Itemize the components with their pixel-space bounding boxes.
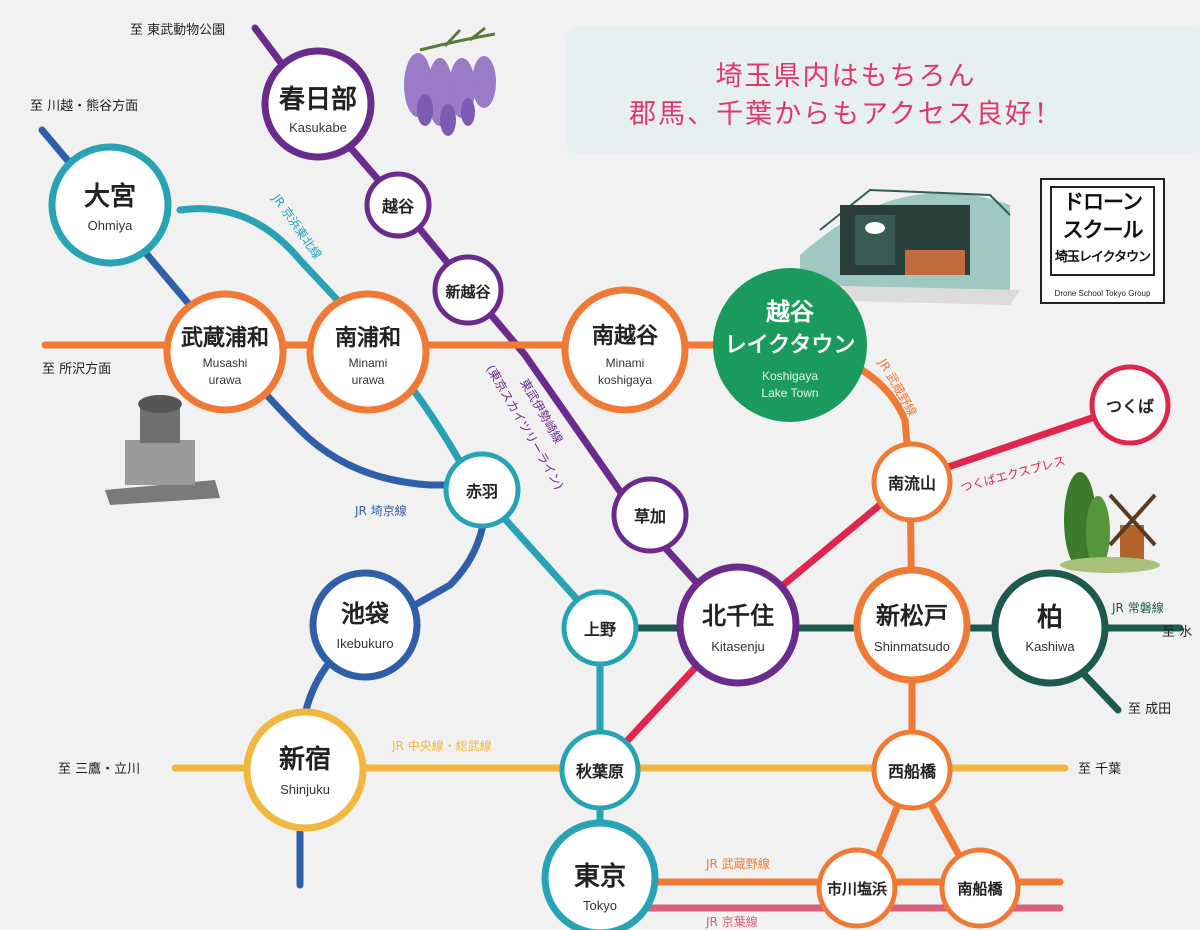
svg-text:koshigaya: koshigaya: [598, 373, 652, 387]
svg-text:新越谷: 新越谷: [445, 283, 491, 301]
dest-tokorozawa: 至 所沢方面: [42, 361, 111, 377]
promo-line-2: 郡馬、千葉からもアクセス良好！: [629, 99, 1063, 130]
station-tsukuba[interactable]: つくば: [1089, 364, 1171, 446]
svg-text:Kashiwa: Kashiwa: [1025, 639, 1075, 654]
dest-chiba: 至 千葉: [1078, 762, 1121, 777]
svg-text:つくば: つくば: [1106, 397, 1154, 416]
svg-text:東京: 東京: [574, 861, 626, 892]
station-ichikawashiohama[interactable]: 市川塩浜: [816, 847, 898, 929]
station-musashiurawa[interactable]: 武蔵浦和 Musashi urawa: [163, 290, 287, 414]
svg-text:市川塩浜: 市川塩浜: [827, 880, 887, 898]
svg-text:Ohmiya: Ohmiya: [88, 218, 134, 233]
svg-text:大宮: 大宮: [84, 181, 136, 212]
label-keiyo: JR 京葉線: [705, 914, 758, 929]
station-akihabara[interactable]: 秋葉原: [559, 729, 641, 811]
svg-text:南船橋: 南船橋: [957, 880, 1003, 898]
svg-text:西船橋: 西船橋: [888, 762, 937, 781]
svg-text:池袋: 池袋: [341, 600, 390, 628]
svg-text:越谷: 越谷: [381, 197, 415, 216]
svg-text:Shinjuku: Shinjuku: [280, 782, 330, 797]
svg-text:新宿: 新宿: [279, 744, 331, 775]
svg-text:Tokyo: Tokyo: [583, 898, 617, 913]
svg-text:柏: 柏: [1037, 603, 1063, 633]
station-tokyo[interactable]: 東京 Tokyo: [541, 819, 659, 930]
dest-kawagoe: 至 川越・熊谷方面: [30, 98, 138, 114]
svg-text:Shinmatsudo: Shinmatsudo: [874, 639, 950, 654]
svg-text:レイクタウン: レイクタウン: [725, 333, 856, 358]
station-ueno[interactable]: 上野: [561, 589, 639, 667]
logo-frame: ドローン スクール 埼玉レイクタウン: [1050, 186, 1155, 276]
label-musashino-bottom: JR 武蔵野線: [705, 856, 770, 871]
station-akabane[interactable]: 赤羽: [443, 451, 521, 529]
svg-text:南流山: 南流山: [888, 474, 936, 493]
station-nishifunabashi[interactable]: 西船橋: [871, 729, 953, 811]
svg-text:urawa: urawa: [352, 373, 385, 387]
station-laketown[interactable]: 越谷 レイクタウン Koshigaya Lake Town: [713, 268, 867, 422]
svg-text:Minami: Minami: [606, 356, 645, 370]
svg-text:Kasukabe: Kasukabe: [289, 120, 347, 135]
promo-banner: 埼玉県内はもちろん 郡馬、千葉からもアクセス良好！: [566, 26, 1200, 154]
svg-text:春日部: 春日部: [279, 85, 357, 115]
svg-text:Lake Town: Lake Town: [761, 386, 818, 400]
promo-line-1: 埼玉県内はもちろん: [715, 61, 977, 92]
svg-text:草加: 草加: [634, 507, 666, 526]
windmill-illustration: [1060, 472, 1160, 573]
label-saikyo: JR 埼京線: [354, 503, 407, 518]
dest-narita: 至 成田: [1128, 702, 1171, 717]
svg-text:北千住: 北千住: [702, 602, 774, 630]
svg-text:Koshigaya: Koshigaya: [762, 369, 818, 383]
station-kasukabe[interactable]: 春日部 Kasukabe: [261, 47, 375, 161]
statue-illustration: [105, 395, 220, 505]
station-koshigaya[interactable]: 越谷: [364, 171, 432, 239]
station-minamifunabashi[interactable]: 南船橋: [939, 847, 1021, 929]
station-kitasenju[interactable]: 北千住 Kitasenju: [676, 563, 800, 687]
svg-text:Minami: Minami: [349, 356, 388, 370]
dest-mitaka: 至 三鷹・立川: [58, 762, 140, 777]
station-soka[interactable]: 草加: [611, 476, 689, 554]
station-omiya[interactable]: 大宮 Ohmiya: [48, 143, 172, 267]
wisteria-illustration: [404, 26, 496, 136]
svg-text:秋葉原: 秋葉原: [576, 762, 624, 781]
svg-text:南浦和: 南浦和: [335, 325, 401, 351]
logo-line-2: スクール: [1062, 218, 1144, 242]
svg-text:南越谷: 南越谷: [592, 324, 659, 349]
station-shinkoshigaya[interactable]: 新越谷: [432, 254, 504, 326]
laketown-building-illustration: [800, 188, 1020, 305]
svg-text:越谷: 越谷: [766, 298, 815, 326]
label-chuo-sobu: JR 中央線・総武線: [391, 738, 492, 753]
label-joban: JR 常磐線: [1111, 600, 1164, 615]
station-minamikoshigaya[interactable]: 南越谷 Minami koshigaya: [561, 286, 689, 414]
station-minamiurawa[interactable]: 南浦和 Minami urawa: [306, 290, 430, 414]
svg-text:Kitasenju: Kitasenju: [711, 639, 764, 654]
logo-line-3: 埼玉レイクタウン: [1054, 250, 1151, 265]
svg-text:Ikebukuro: Ikebukuro: [336, 636, 393, 651]
svg-text:新松戸: 新松戸: [876, 602, 948, 630]
logo-line-1: ドローン: [1063, 190, 1143, 214]
dest-mito: 至 水: [1162, 625, 1192, 640]
dest-tobu-zoo: 至 東武動物公園: [130, 22, 225, 38]
svg-text:urawa: urawa: [209, 373, 242, 387]
svg-text:Musashi: Musashi: [203, 356, 248, 370]
svg-text:上野: 上野: [584, 620, 616, 639]
station-ikebukuro[interactable]: 池袋 Ikebukuro: [309, 569, 421, 681]
station-shinjuku[interactable]: 新宿 Shinjuku: [243, 708, 367, 832]
svg-text:武蔵浦和: 武蔵浦和: [181, 325, 269, 351]
logo-subtitle: Drone School Tokyo Group: [1054, 289, 1151, 298]
line-tsukuba-ex: [596, 401, 1134, 774]
drone-school-logo: ドローン スクール 埼玉レイクタウン Drone School Tokyo Gr…: [1040, 178, 1165, 304]
station-shinmatsudo[interactable]: 新松戸 Shinmatsudo: [853, 566, 971, 684]
station-minaminagareyama[interactable]: 南流山: [871, 441, 953, 523]
svg-text:赤羽: 赤羽: [466, 482, 498, 501]
station-kashiwa[interactable]: 柏 Kashiwa: [991, 569, 1109, 687]
